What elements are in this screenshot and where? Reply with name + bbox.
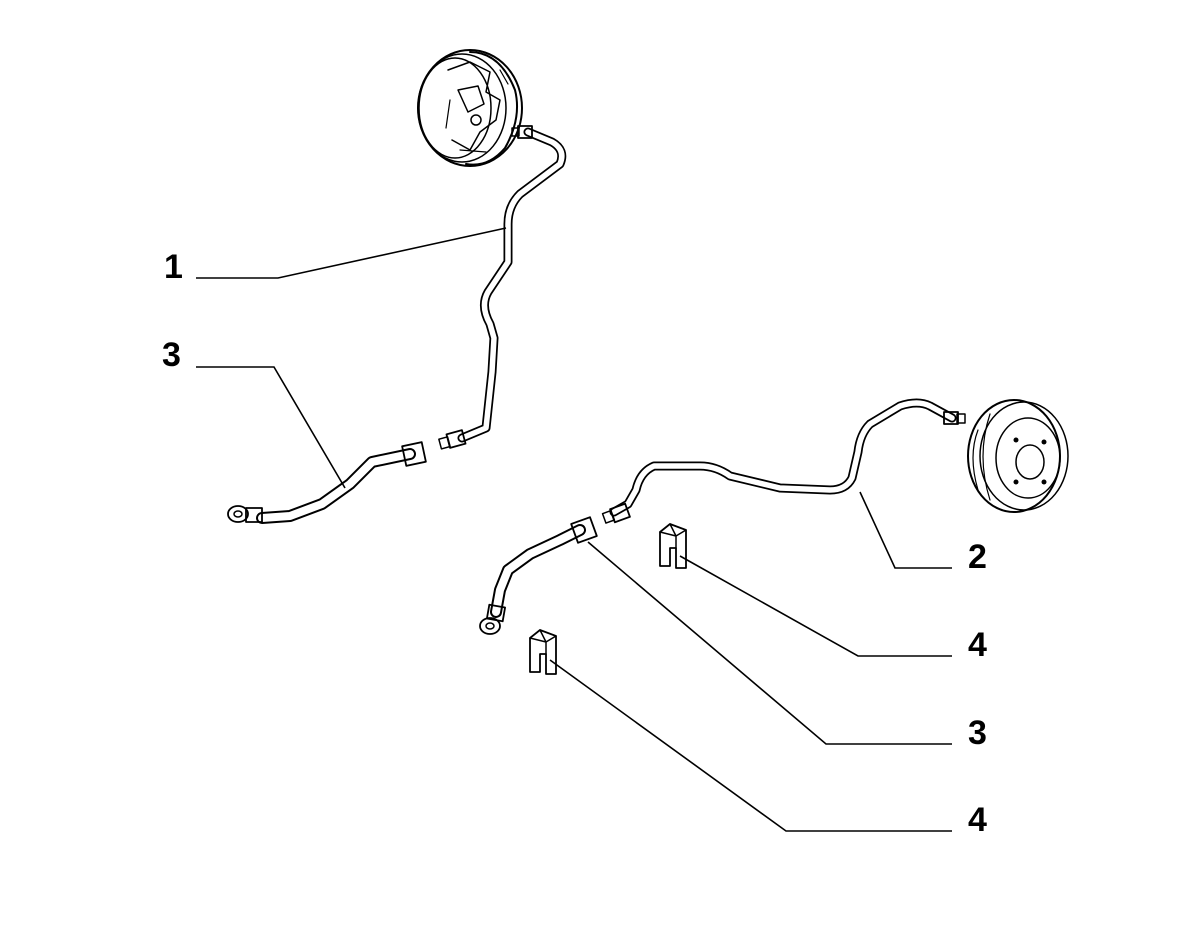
brake-drum-icon <box>967 399 1069 513</box>
backing-plate-icon <box>417 49 523 167</box>
leader-line-1 <box>196 227 507 279</box>
callout-4-upper: 4 <box>968 626 987 664</box>
leader-line-2 <box>859 491 952 569</box>
leader-line-4-upper <box>679 555 952 657</box>
brake-pipe-right-icon <box>601 398 966 524</box>
callout-3-right: 3 <box>968 714 987 752</box>
callout-4-lower: 4 <box>968 801 987 839</box>
callout-1: 1 <box>164 248 183 286</box>
retaining-clip-lower-icon <box>529 629 557 675</box>
brake-hose-right-icon <box>479 516 598 635</box>
callout-2: 2 <box>968 538 987 576</box>
leader-line-4-lower <box>549 659 952 832</box>
leader-line-3-left <box>196 366 346 489</box>
brake-pipe-left-icon <box>438 125 567 450</box>
brake-hose-left-icon <box>227 441 427 524</box>
callout-3-left: 3 <box>162 336 181 374</box>
leader-line-3-right <box>587 541 952 745</box>
retaining-clip-upper-icon <box>659 523 687 569</box>
